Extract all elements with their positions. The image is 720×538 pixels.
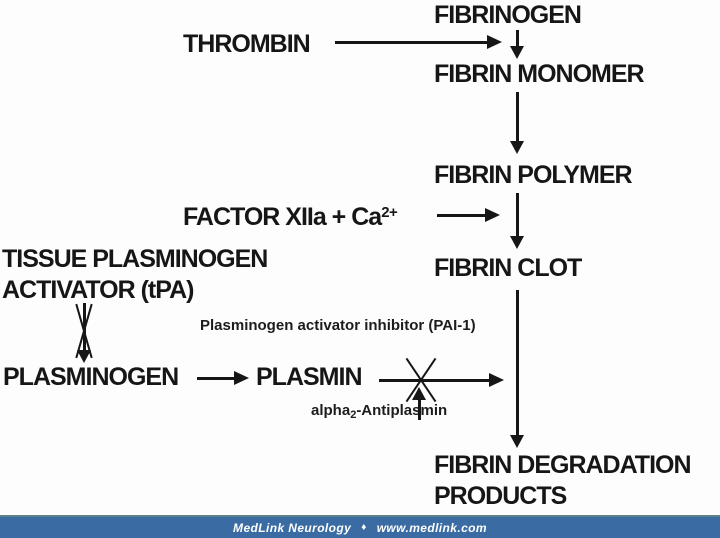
arrowhead-right-icon xyxy=(234,371,249,385)
arrowhead-down-icon xyxy=(77,350,91,363)
antiplasmin-subscript: 2 xyxy=(350,409,357,421)
arrow-line xyxy=(418,398,421,420)
arrowhead-up-icon xyxy=(412,387,426,400)
label-factor-xiia: FACTOR XIIa + Ca2+ xyxy=(183,198,398,232)
fdp-line2: PRODUCTS xyxy=(434,482,567,510)
tpa-line1: TISSUE PLASMINOGEN xyxy=(2,245,268,273)
arrow-line xyxy=(516,290,519,436)
node-plasminogen: PLASMINOGEN xyxy=(3,363,179,391)
footer-bar: MedLink Neurology ♦ www.medlink.com xyxy=(0,515,720,538)
arrowhead-right-icon xyxy=(487,35,502,49)
factor-xiia-superscript: 2+ xyxy=(381,204,398,221)
arrowhead-down-icon xyxy=(510,141,524,154)
footer-url: www.medlink.com xyxy=(376,520,487,535)
node-fibrin-degradation-products: FIBRIN DEGRADATION PRODUCTS xyxy=(434,450,692,512)
arrowhead-right-icon xyxy=(485,208,500,222)
arrow-line xyxy=(379,379,489,382)
node-fibrin-polymer: FIBRIN POLYMER xyxy=(434,161,633,189)
label-alpha2-antiplasmin: alpha2-Antiplasmin xyxy=(311,402,447,421)
antiplasmin-text-post: -Antiplasmin xyxy=(356,402,448,419)
arrowhead-down-icon xyxy=(510,46,524,59)
node-plasmin: PLASMIN xyxy=(256,363,362,391)
node-fibrin-clot: FIBRIN CLOT xyxy=(434,254,582,282)
diamond-separator-icon: ♦ xyxy=(361,522,367,533)
footer-brand: MedLink Neurology xyxy=(233,520,352,535)
label-tpa: TISSUE PLASMINOGEN ACTIVATOR (tPA) xyxy=(2,244,268,306)
fdp-line1: FIBRIN DEGRADATION xyxy=(434,451,692,479)
arrow-line xyxy=(516,92,519,142)
arrowhead-down-icon xyxy=(510,236,524,249)
node-fibrin-monomer: FIBRIN MONOMER xyxy=(434,60,645,88)
label-pai1: Plasminogen activator inhibitor (PAI-1) xyxy=(200,317,476,334)
arrowhead-right-icon xyxy=(489,373,504,387)
arrow-line xyxy=(197,377,234,380)
arrowhead-down-icon xyxy=(510,435,524,448)
arrow-line xyxy=(516,30,519,48)
node-fibrinogen: FIBRINOGEN xyxy=(434,1,582,29)
arrow-line xyxy=(335,41,487,44)
arrow-line xyxy=(437,214,485,217)
antiplasmin-text-pre: alpha xyxy=(311,402,351,419)
label-thrombin: THROMBIN xyxy=(183,30,311,58)
tpa-line2: ACTIVATOR (tPA) xyxy=(2,276,194,304)
arrow-line xyxy=(516,193,519,237)
factor-xiia-text: FACTOR XIIa + Ca xyxy=(183,203,382,231)
